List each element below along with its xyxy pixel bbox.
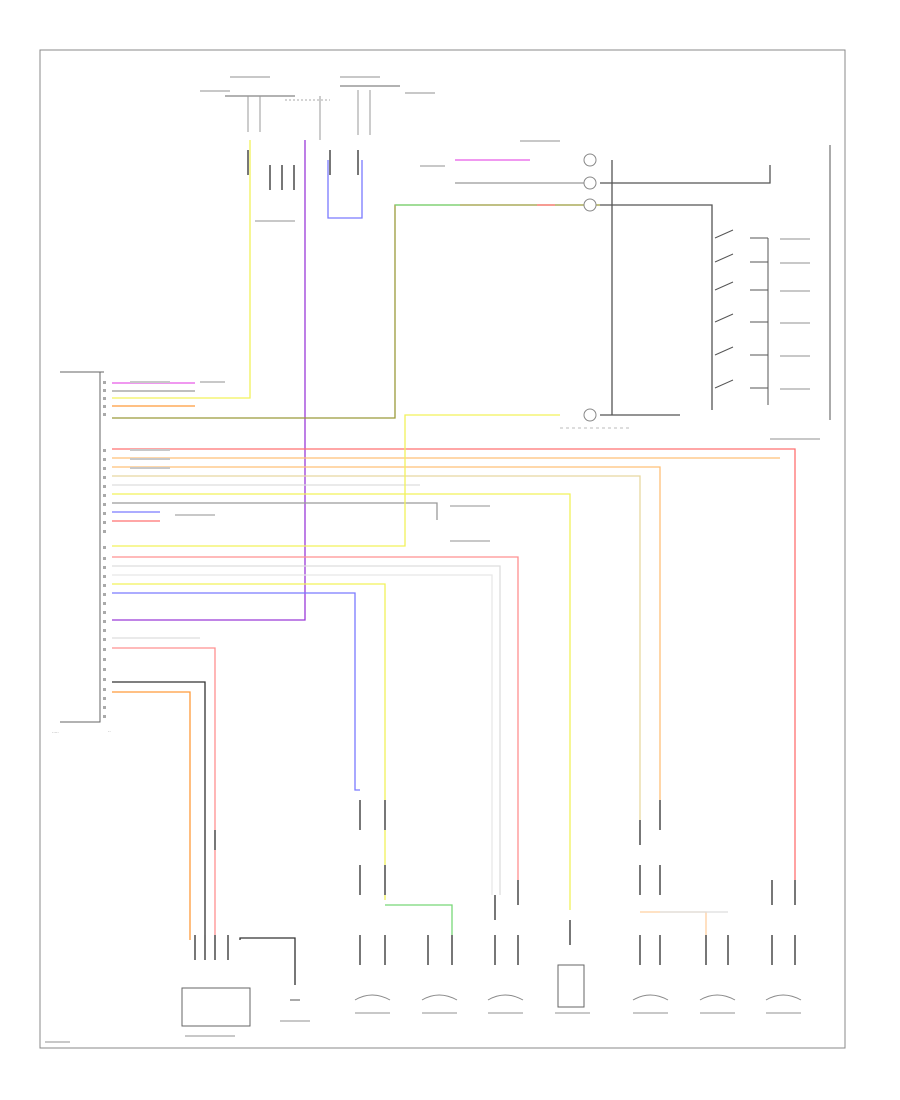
power-distribution-connectors xyxy=(247,150,359,190)
connector-icon xyxy=(583,408,597,422)
speaker-icon xyxy=(354,994,391,1001)
radio-module-label: ····· xyxy=(52,730,59,735)
switch-icon xyxy=(714,281,734,291)
wire-switch-bus xyxy=(600,204,713,410)
speaker-icon xyxy=(421,994,458,1001)
fuse-block-left xyxy=(225,95,330,140)
wire-yellow-rear xyxy=(112,583,386,900)
speaker-icon xyxy=(699,994,736,1001)
radio-module: ····· ·· xyxy=(52,371,111,735)
switch-icon xyxy=(714,346,734,356)
speaker-icon xyxy=(632,994,669,1001)
switch-icon xyxy=(714,229,734,239)
wire-olive xyxy=(112,204,600,419)
wire-yellow-fuse xyxy=(112,140,251,399)
amplifier-box xyxy=(181,987,251,1027)
center-module-box xyxy=(557,964,585,1008)
speaker-connector-plugs xyxy=(194,800,796,985)
connector-icon xyxy=(583,176,597,190)
wire-yellow-center xyxy=(112,493,571,910)
connector-icon xyxy=(583,153,597,167)
diagram-frame xyxy=(39,49,846,1049)
wire-yellow-long xyxy=(112,414,560,547)
speaker-icon xyxy=(765,994,802,1001)
wire-red-lf xyxy=(112,448,796,880)
wire-tan xyxy=(112,475,641,820)
unreadable-labels xyxy=(45,76,820,1043)
fuse-block-right xyxy=(340,85,400,135)
wire-purple xyxy=(112,140,306,621)
speakers xyxy=(354,994,802,1001)
wire-blue-loop xyxy=(327,160,363,219)
switch-icon xyxy=(714,379,734,389)
switch-group xyxy=(711,145,831,420)
radio-pin-labels xyxy=(103,381,106,718)
connectors-top-right xyxy=(583,153,597,422)
speaker-icon xyxy=(487,994,524,1001)
switch-icon xyxy=(714,253,734,263)
connector-icon xyxy=(583,198,597,212)
svg-text:··: ·· xyxy=(108,729,111,734)
switch-icon xyxy=(714,313,734,323)
wire-yellow-rf xyxy=(112,466,661,800)
wire-blue-rear xyxy=(112,592,360,791)
